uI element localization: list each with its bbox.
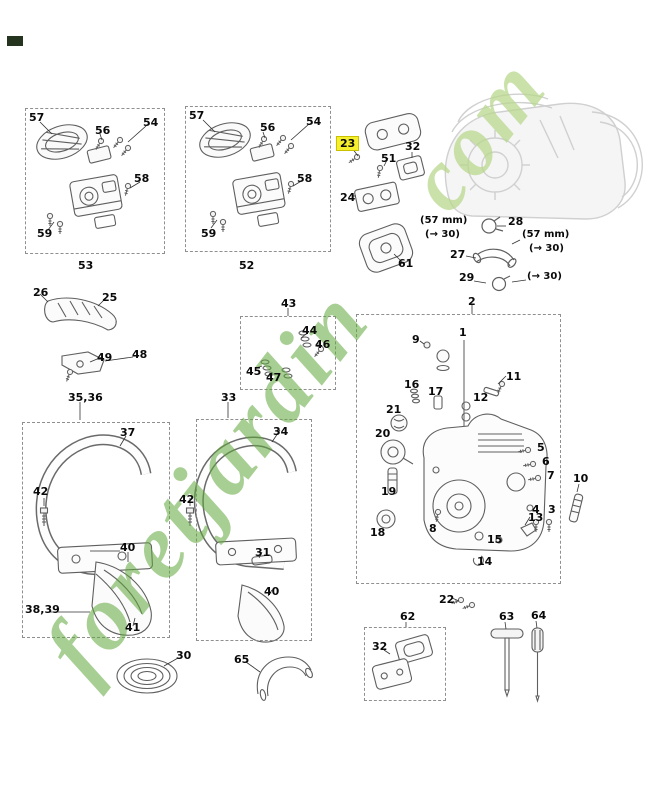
- label-49: 49: [97, 351, 113, 364]
- label-40: 40: [264, 585, 280, 598]
- label-57: 57: [189, 109, 205, 122]
- label-20: 20: [375, 427, 391, 440]
- wrap-handle-drawing: [35, 402, 153, 636]
- group-box-2: [356, 314, 561, 584]
- label-48: 48: [132, 348, 148, 361]
- label-26: 26: [33, 286, 49, 299]
- label-18: 18: [370, 526, 386, 539]
- label-37: 37: [120, 426, 136, 439]
- label-30: 30: [176, 649, 192, 662]
- label-42: 42: [33, 485, 49, 498]
- label-54: 54: [143, 116, 159, 129]
- handle-molding-drawing: [39, 293, 134, 383]
- label-11: 11: [506, 370, 522, 383]
- label-61: 61: [398, 257, 414, 270]
- label-17: 17: [428, 385, 444, 398]
- group-box-43: [240, 316, 336, 390]
- carb-mount-drawing: [346, 113, 425, 212]
- annotation-57mm: (57 mm): [420, 215, 468, 226]
- caption-53: 53: [78, 259, 94, 272]
- label-4: 4: [532, 503, 540, 516]
- label-27: 27: [450, 248, 466, 261]
- label-41: 41: [125, 621, 141, 634]
- label-28: 28: [508, 215, 524, 228]
- caption-35-36: 35,36: [68, 391, 103, 404]
- annotation-arrow-30: (→ 30): [527, 271, 562, 282]
- caption-43: 43: [281, 297, 297, 310]
- label-24: 24: [340, 191, 356, 204]
- crankcase-group-drawing: [376, 304, 584, 612]
- springs-group-drawing: [255, 308, 326, 379]
- label-51: 51: [381, 152, 397, 165]
- label-56: 56: [95, 124, 111, 137]
- label-6: 6: [542, 455, 550, 468]
- wrap-handle-33-drawing: [185, 402, 297, 643]
- rope-coil-drawing: [116, 657, 179, 694]
- label-45: 45: [246, 365, 262, 378]
- label-1: 1: [459, 326, 467, 339]
- label-5: 5: [537, 441, 545, 454]
- annotation-57mm: (57 mm): [522, 229, 570, 240]
- label-23-highlighted: 23: [336, 136, 360, 151]
- label-59: 59: [201, 227, 217, 240]
- hose-clamps-drawing: [465, 216, 527, 292]
- label-46: 46: [315, 338, 331, 351]
- label-21: 21: [386, 403, 402, 416]
- label-54: 54: [306, 115, 322, 128]
- label-10: 10: [573, 472, 589, 485]
- label-58: 58: [134, 172, 150, 185]
- label-32: 32: [372, 640, 388, 653]
- group-box-62: [364, 627, 446, 701]
- label-59: 59: [37, 227, 53, 240]
- group-box-52: [185, 106, 331, 252]
- label-38-39: 38,39: [25, 603, 60, 616]
- tools-drawing: [490, 620, 544, 703]
- logo-mark: [7, 36, 23, 46]
- caption-33: 33: [221, 391, 237, 404]
- label-57: 57: [29, 111, 45, 124]
- label-7: 7: [547, 469, 555, 482]
- annotation-arrow-30: (→ 30): [425, 229, 460, 240]
- label-40: 40: [120, 541, 136, 554]
- caption-62: 62: [400, 610, 416, 623]
- label-65: 65: [234, 653, 250, 666]
- chainsaw-faded-drawing: [444, 93, 643, 220]
- label-12: 12: [473, 391, 489, 404]
- label-44: 44: [302, 324, 318, 337]
- group-box-35-36: [22, 422, 170, 638]
- label-14: 14: [477, 555, 493, 568]
- label-16: 16: [404, 378, 420, 391]
- elbow-65-drawing: [245, 656, 313, 701]
- label-9: 9: [412, 333, 420, 346]
- label-63: 63: [499, 610, 515, 623]
- label-32: 32: [405, 140, 421, 153]
- label-8: 8: [429, 522, 437, 535]
- label-47: 47: [266, 371, 282, 384]
- group-box-33: [196, 419, 312, 641]
- label-31: 31: [255, 546, 271, 559]
- label-22: 22: [439, 593, 455, 606]
- manifold-61-drawing: [358, 223, 414, 273]
- label-13: 13: [528, 511, 544, 524]
- gasket-set-drawing: [371, 622, 433, 690]
- label-34: 34: [273, 425, 289, 438]
- label-3: 3: [548, 503, 556, 516]
- annotation-arrow-30: (→ 30): [529, 243, 564, 254]
- group-box-53: [25, 108, 165, 254]
- label-58: 58: [297, 172, 313, 185]
- label-42: 42: [179, 493, 195, 506]
- label-56: 56: [260, 121, 276, 134]
- caption-52: 52: [239, 259, 255, 272]
- label-64: 64: [531, 609, 547, 622]
- label-25: 25: [102, 291, 118, 304]
- caption-2: 2: [468, 295, 476, 308]
- label-15: 15: [487, 533, 503, 546]
- label-19: 19: [381, 485, 397, 498]
- label-29: 29: [459, 271, 475, 284]
